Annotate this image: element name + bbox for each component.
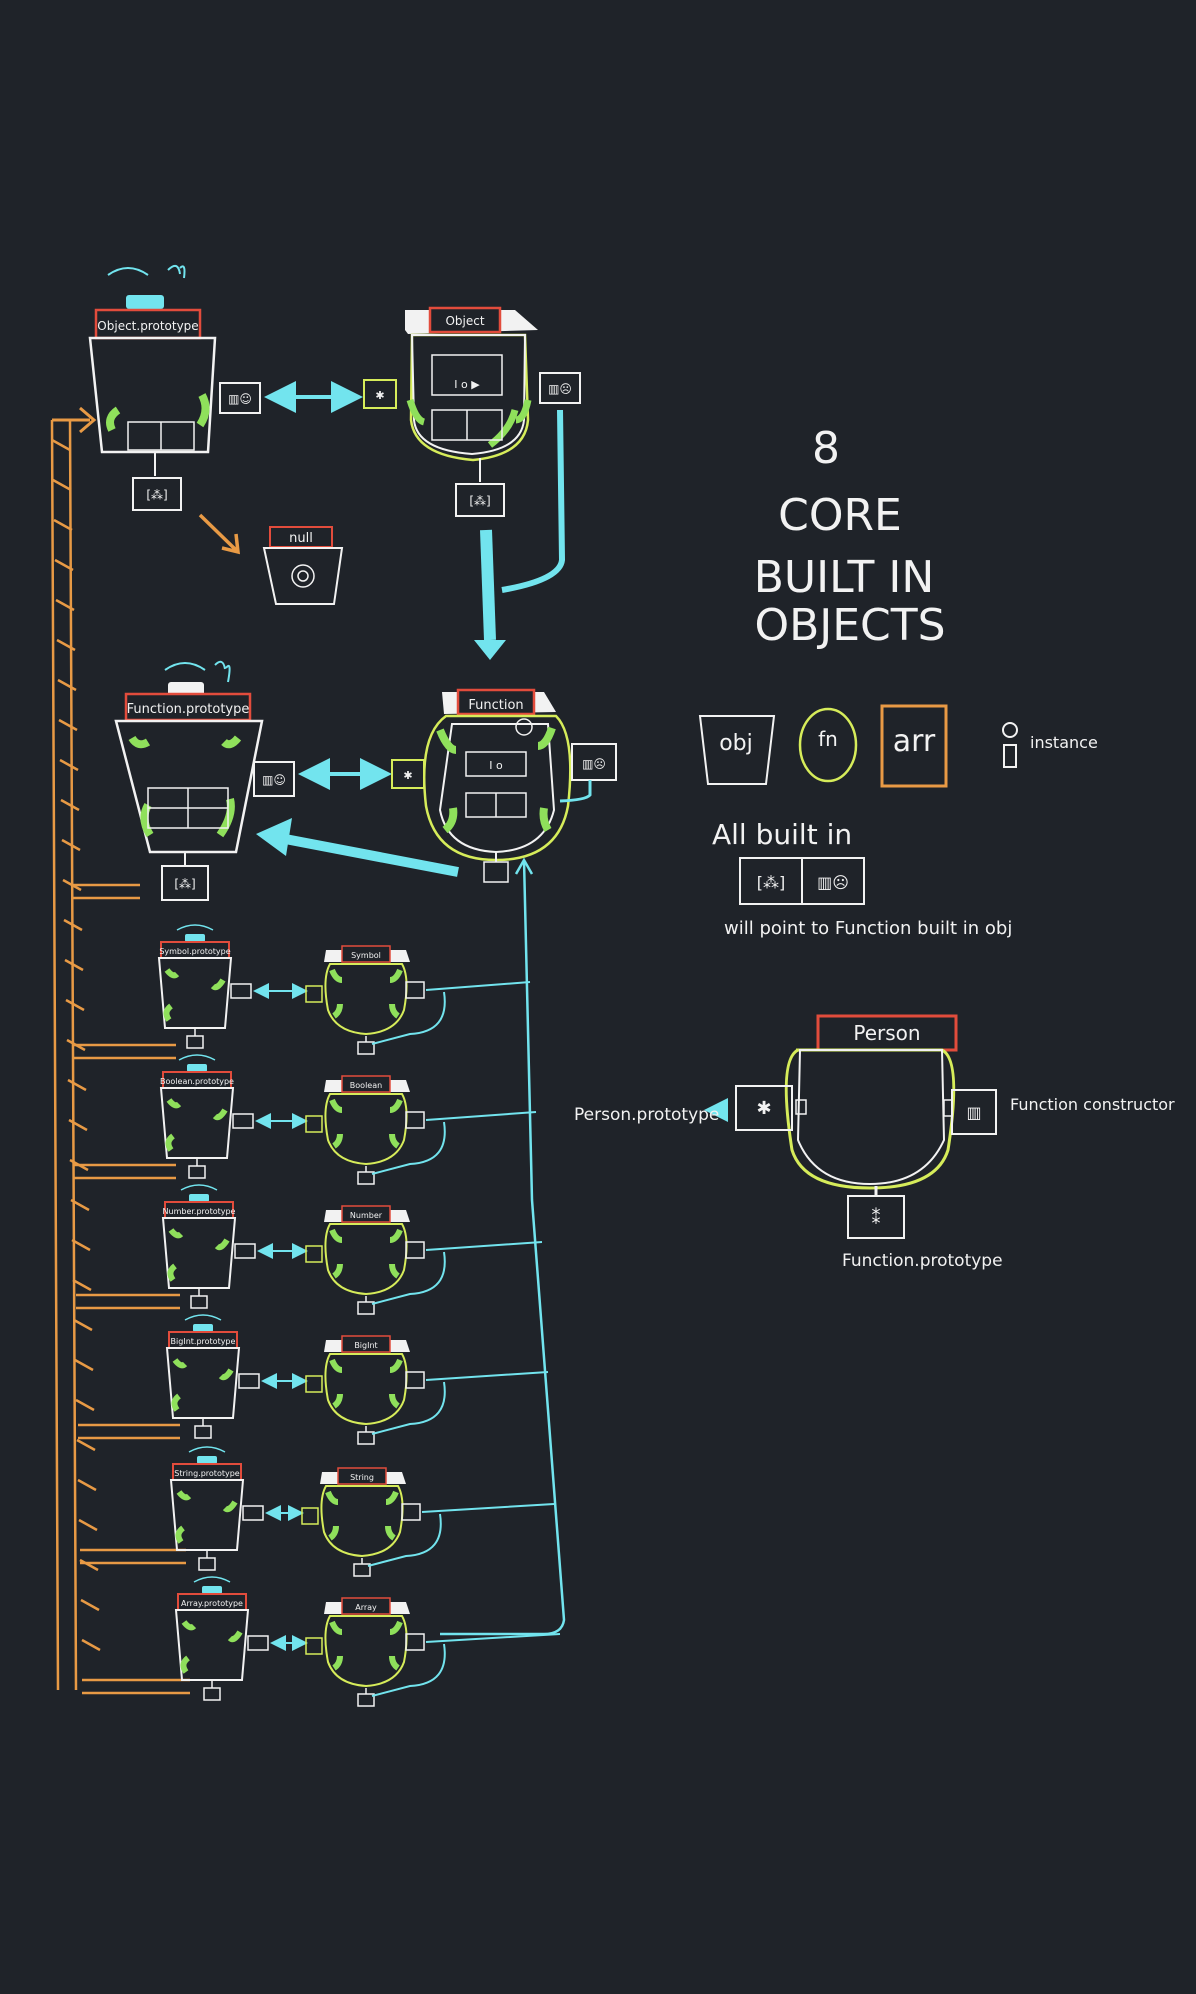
diagram-title: 8 CORE BUILT IN OBJECTS <box>754 423 946 651</box>
legend-note-body: will point to Function built in obj <box>724 918 1012 939</box>
prototype-label: BigInt.prototype <box>171 1337 236 1346</box>
prototype-label: Number.prototype <box>163 1207 236 1216</box>
null-label: null <box>289 531 313 546</box>
title-number: 8 <box>812 423 840 474</box>
title-line-core: CORE <box>778 490 902 541</box>
constructor-label: String <box>350 1473 374 1482</box>
svg-text:[⁂]: [⁂] <box>757 873 785 892</box>
builtin-row: Array.prototype Array <box>174 1576 561 1707</box>
legend-obj: obj <box>719 731 753 756</box>
svg-text:▥☹: ▥☹ <box>582 757 606 771</box>
svg-text:▥: ▥ <box>966 1103 981 1122</box>
person-prototype-label: Person.prototype <box>574 1105 719 1125</box>
svg-text:✱: ✱ <box>756 1098 771 1119</box>
function-label: Function <box>468 698 523 713</box>
object-to-function-arrow <box>480 529 496 641</box>
svg-text:✱: ✱ <box>403 769 412 782</box>
prototype-node: Symbol.prototype <box>157 924 252 1049</box>
prototype-label: Array.prototype <box>181 1599 243 1608</box>
legend-arr: arr <box>893 724 936 759</box>
prototype-chain-ladder <box>50 406 241 1695</box>
svg-text:I o ▶: I o ▶ <box>454 378 480 391</box>
function-prototype-label: Function.prototype <box>127 702 250 717</box>
svg-text:▥☹: ▥☹ <box>548 382 572 396</box>
constructor-node: BigInt <box>305 1335 425 1445</box>
person-example: Person ⁑ ✱ ▥ Person.prototype Function c… <box>574 1014 1175 1271</box>
function-node: Function I o ✱ ▥☹ <box>391 688 617 883</box>
svg-text:[⁂]: [⁂] <box>174 877 195 891</box>
person-label: Person <box>853 1021 920 1045</box>
svg-text:✱: ✱ <box>375 389 384 402</box>
title-line-builtin: BUILT IN <box>754 552 935 603</box>
builtin-row: Boolean.prototype Boolean <box>159 1054 537 1185</box>
prototype-node: Number.prototype <box>161 1184 256 1309</box>
svg-text:[⁂]: [⁂] <box>469 494 490 508</box>
prototype-label: String.prototype <box>174 1469 239 1478</box>
person-constructor-label: Function constructor <box>1010 1095 1175 1114</box>
constructor-label: BigInt <box>354 1341 377 1350</box>
svg-text:▥☺: ▥☺ <box>262 773 286 787</box>
builtin-row: Number.prototype Number <box>161 1184 543 1315</box>
builtin-row: String.prototype String <box>169 1446 555 1577</box>
function-prototype-node: Function.prototype [⁂] ▥☺ <box>114 660 295 901</box>
constructor-node: Symbol <box>305 945 425 1055</box>
prototype-node: Array.prototype <box>174 1576 269 1701</box>
constructor-node: Boolean <box>305 1075 425 1185</box>
constructor-node: Number <box>305 1205 425 1315</box>
legend-note-title: All built in <box>712 818 852 851</box>
builtin-row: Symbol.prototype Symbol <box>157 924 531 1055</box>
builtin-row: BigInt.prototype BigInt <box>165 1314 549 1445</box>
title-line-objects: OBJECTS <box>754 600 945 651</box>
svg-text:⁑: ⁑ <box>872 1207 881 1229</box>
svg-text:[⁂]: [⁂] <box>146 488 167 502</box>
prototype-node: BigInt.prototype <box>165 1314 260 1439</box>
svg-text:▥☺: ▥☺ <box>228 392 252 406</box>
constructor-label: Boolean <box>350 1081 382 1090</box>
null-node: null <box>262 526 344 605</box>
legend-fn: fn <box>818 727 838 751</box>
svg-text:I o: I o <box>489 759 503 772</box>
person-function-prototype-label: Function.prototype <box>842 1251 1003 1271</box>
legend: obj fn arr instance All built in [⁂] ▥☹ … <box>698 704 1098 939</box>
legend-instance: instance <box>1030 733 1098 752</box>
prototype-node: String.prototype <box>169 1446 264 1571</box>
constructor-label: Symbol <box>351 951 381 960</box>
constructor-node: Array <box>305 1597 425 1707</box>
prototype-label: Boolean.prototype <box>160 1077 234 1086</box>
object-prototype-node: Object.prototype [⁂] ▥☺ <box>88 264 261 511</box>
object-label: Object <box>445 314 484 328</box>
svg-text:▥☹: ▥☹ <box>817 873 849 892</box>
object-prototype-label: Object.prototype <box>97 319 198 333</box>
constructor-label: Array <box>355 1603 377 1612</box>
constructor-label: Number <box>350 1211 383 1220</box>
prototype-label: Symbol.prototype <box>159 947 230 956</box>
prototype-node: Boolean.prototype <box>159 1054 254 1179</box>
constructor-node: String <box>301 1467 421 1577</box>
object-node: Object I o ▶ [⁂] ✱ ▥☹ <box>363 306 581 517</box>
